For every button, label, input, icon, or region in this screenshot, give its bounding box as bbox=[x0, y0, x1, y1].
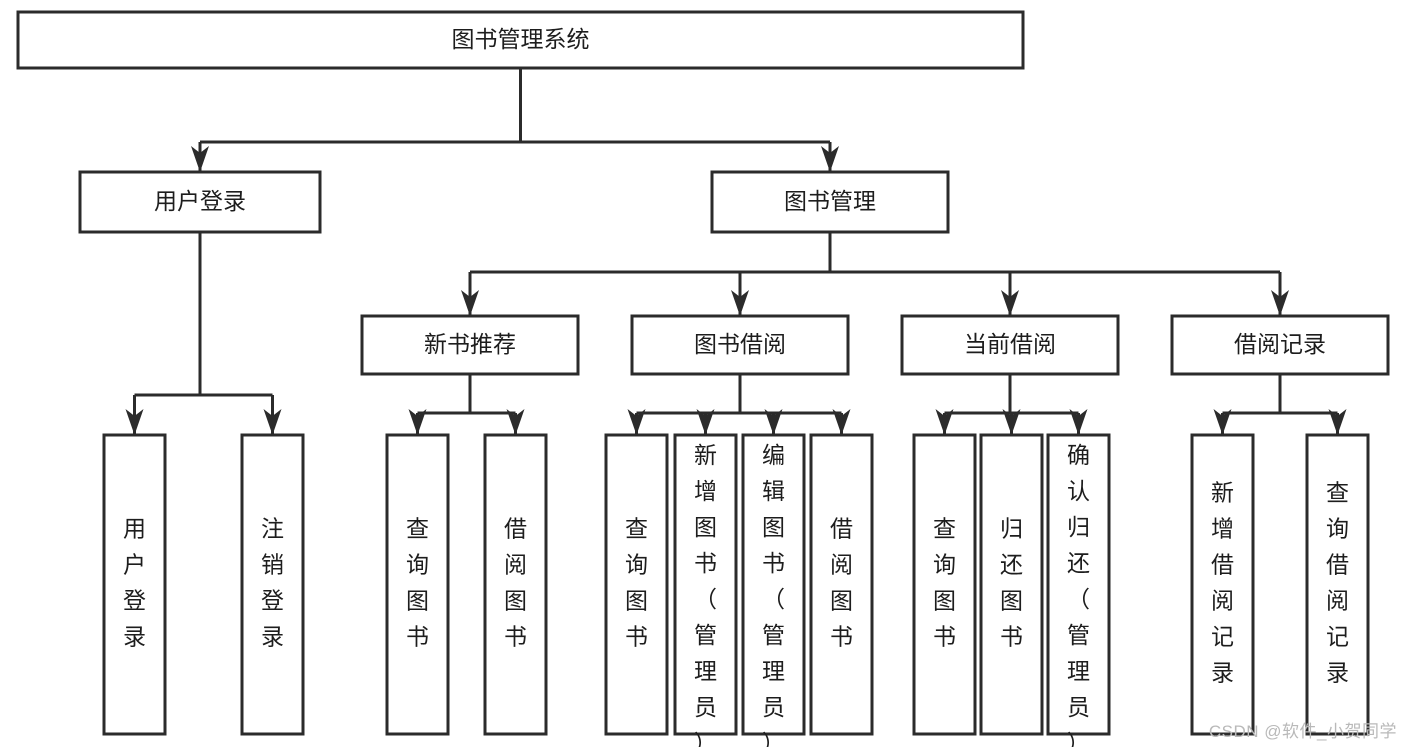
bookmanage-to-level3-arrow-1 bbox=[731, 290, 749, 316]
node-leaf-leaf-user-login-label: 用户登录 bbox=[123, 516, 146, 650]
node-leaf-leaf-return-book-box bbox=[979, 433, 1044, 736]
node-l2-book-manage-box bbox=[710, 170, 950, 234]
book-borrow-to-leaves-arrow-2 bbox=[764, 409, 783, 435]
node-l2-user-login[interactable]: 用户登录 bbox=[78, 170, 322, 234]
bookmanage-to-level3-arrow-3 bbox=[1271, 290, 1289, 316]
node-leaf-leaf-query-book-cur-label: 查询图书 bbox=[933, 516, 956, 650]
node-leaf-leaf-query-book-rec[interactable]: 查询图书 bbox=[385, 433, 450, 736]
node-l3-current-borrow[interactable]: 当前借阅 bbox=[900, 314, 1120, 376]
node-l3-current-borrow-label: 当前借阅 bbox=[964, 331, 1056, 357]
node-l3-book-borrow-box bbox=[630, 314, 850, 376]
node-leaf-leaf-confirm-return-admin-box bbox=[1046, 433, 1111, 736]
node-leaf-leaf-query-book-cur[interactable]: 查询图书 bbox=[912, 433, 977, 736]
node-leaf-leaf-add-borrow-record-box bbox=[1190, 433, 1255, 736]
current-borrow-to-leaves-arrow-2 bbox=[1069, 409, 1088, 435]
node-l2-book-manage-label: 图书管理 bbox=[784, 188, 876, 214]
node-leaf-leaf-edit-book-admin-box bbox=[741, 433, 806, 736]
node-leaf-leaf-borrow-book-label: 借阅图书 bbox=[830, 516, 853, 650]
node-leaf-leaf-borrow-book[interactable]: 借阅图书 bbox=[809, 433, 874, 736]
node-leaf-leaf-query-book-rec-label: 查询图书 bbox=[406, 516, 429, 650]
connectors-layer bbox=[125, 68, 1347, 435]
node-leaf-leaf-borrow-book-rec[interactable]: 借阅图书 bbox=[483, 433, 548, 736]
node-root[interactable]: 图书管理系统 bbox=[16, 10, 1025, 70]
node-leaf-leaf-logout[interactable]: 注销登录 bbox=[240, 433, 305, 736]
book-borrow-to-leaves-arrow-3 bbox=[832, 409, 851, 435]
node-root-label: 图书管理系统 bbox=[452, 26, 590, 52]
userlogin-to-leaves-arrow-0 bbox=[125, 409, 144, 435]
root-to-level2-arrow-0 bbox=[191, 146, 209, 172]
node-l2-user-login-box bbox=[78, 170, 322, 234]
root-to-level2-arrow-1 bbox=[821, 146, 839, 172]
book-borrow-to-leaves-arrow-0 bbox=[627, 409, 646, 435]
node-leaf-leaf-user-login[interactable]: 用户登录 bbox=[102, 433, 167, 736]
node-leaf-leaf-query-book-cur-box bbox=[912, 433, 977, 736]
node-leaf-leaf-add-book-admin-box bbox=[673, 433, 738, 736]
node-leaf-leaf-query-book-borrow-box bbox=[604, 433, 669, 736]
node-leaf-leaf-logout-box bbox=[240, 433, 305, 736]
node-root-box bbox=[16, 10, 1025, 70]
nodes-layer: 图书管理系统用户登录图书管理新书推荐图书借阅当前借阅借阅记录用户登录注销登录查询… bbox=[16, 10, 1390, 747]
node-l3-book-borrow-label: 图书借阅 bbox=[694, 331, 786, 357]
node-l2-book-manage[interactable]: 图书管理 bbox=[710, 170, 950, 234]
node-l3-borrow-record-box bbox=[1170, 314, 1390, 376]
node-leaf-leaf-add-borrow-record[interactable]: 新增借阅记录 bbox=[1190, 433, 1255, 736]
node-leaf-leaf-user-login-box bbox=[102, 433, 167, 736]
node-leaf-leaf-borrow-book-rec-label: 借阅图书 bbox=[504, 516, 527, 650]
node-l3-borrow-record[interactable]: 借阅记录 bbox=[1170, 314, 1390, 376]
borrow-record-to-leaves-arrow-0 bbox=[1213, 409, 1232, 435]
bookmanage-to-level3-arrow-2 bbox=[1001, 290, 1019, 316]
borrow-record-to-leaves-arrow-1 bbox=[1328, 409, 1347, 435]
node-leaf-leaf-query-borrow-record[interactable]: 查询借阅记录 bbox=[1305, 433, 1370, 736]
node-leaf-leaf-query-book-rec-box bbox=[385, 433, 450, 736]
current-borrow-to-leaves-arrow-0 bbox=[935, 409, 954, 435]
node-leaf-leaf-edit-book-admin-label: 编辑图书（管理员） bbox=[762, 442, 785, 747]
node-leaf-leaf-confirm-return-admin[interactable]: 确认归还（管理员） bbox=[1046, 433, 1111, 747]
node-leaf-leaf-borrow-book-box bbox=[809, 433, 874, 736]
book-borrow-to-leaves-arrow-1 bbox=[696, 409, 715, 435]
node-leaf-leaf-add-borrow-record-label: 新增借阅记录 bbox=[1211, 480, 1234, 686]
node-leaf-leaf-return-book-label: 归还图书 bbox=[1000, 516, 1023, 650]
node-leaf-leaf-query-book-borrow[interactable]: 查询图书 bbox=[604, 433, 669, 736]
node-l2-user-login-label: 用户登录 bbox=[154, 188, 246, 214]
bookmanage-to-level3-arrow-0 bbox=[461, 290, 479, 316]
node-leaf-leaf-return-book[interactable]: 归还图书 bbox=[979, 433, 1044, 736]
node-leaf-leaf-query-book-borrow-label: 查询图书 bbox=[625, 516, 648, 650]
node-leaf-leaf-borrow-book-rec-box bbox=[483, 433, 548, 736]
node-l3-current-borrow-box bbox=[900, 314, 1120, 376]
node-l3-new-book-recommend-label: 新书推荐 bbox=[424, 331, 516, 357]
new-book-recommend-to-leaves-arrow-0 bbox=[408, 409, 427, 435]
node-leaf-leaf-add-book-admin[interactable]: 新增图书（管理员） bbox=[673, 433, 738, 747]
node-leaf-leaf-add-book-admin-label: 新增图书（管理员） bbox=[694, 442, 717, 747]
node-leaf-leaf-query-borrow-record-label: 查询借阅记录 bbox=[1326, 480, 1349, 686]
node-leaf-leaf-edit-book-admin[interactable]: 编辑图书（管理员） bbox=[741, 433, 806, 747]
new-book-recommend-to-leaves-arrow-1 bbox=[506, 409, 525, 435]
userlogin-to-leaves-arrow-1 bbox=[263, 409, 282, 435]
node-leaf-leaf-confirm-return-admin-label: 确认归还（管理员） bbox=[1067, 442, 1090, 747]
node-leaf-leaf-query-borrow-record-box bbox=[1305, 433, 1370, 736]
node-l3-new-book-recommend[interactable]: 新书推荐 bbox=[360, 314, 580, 376]
node-l3-book-borrow[interactable]: 图书借阅 bbox=[630, 314, 850, 376]
node-l3-borrow-record-label: 借阅记录 bbox=[1234, 331, 1326, 357]
node-l3-new-book-recommend-box bbox=[360, 314, 580, 376]
node-leaf-leaf-logout-label: 注销登录 bbox=[261, 516, 284, 650]
current-borrow-to-leaves-arrow-1 bbox=[1002, 409, 1021, 435]
